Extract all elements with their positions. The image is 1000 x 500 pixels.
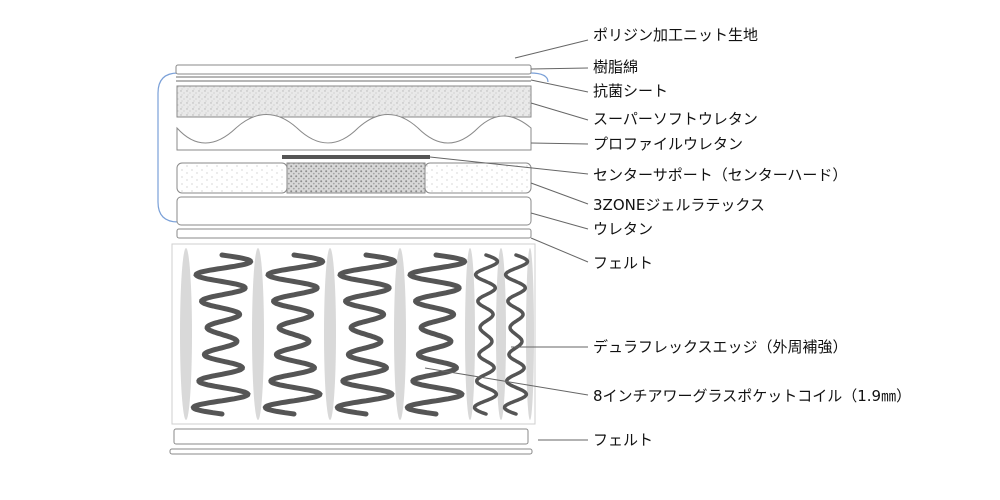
label-felt-bottom: フェルト — [593, 431, 653, 449]
center-support-bar — [282, 155, 430, 159]
coil-shadow — [526, 248, 534, 420]
leader-zone-gel — [530, 182, 589, 205]
pocket-coil-spring — [262, 252, 326, 417]
label-pocket-coil: 8インチアワーグラスポケットコイル（1.9㎜） — [593, 387, 911, 405]
leader-urethane — [530, 212, 589, 230]
bottom-base-line — [169, 448, 533, 455]
zone-gel-right — [424, 162, 532, 194]
label-super-soft-urethane: スーパーソフトウレタン — [593, 110, 758, 128]
comfort-layer-bracket-right — [529, 72, 549, 83]
pocket-coil-spring — [334, 252, 398, 417]
polygene-knit-layer — [175, 64, 532, 75]
leader-cotton — [530, 67, 589, 70]
zone-gel-left — [176, 162, 288, 194]
leader-felt-top — [530, 237, 589, 263]
leader-center-support — [429, 156, 589, 175]
label-felt-top: フェルト — [593, 254, 653, 272]
label-urethane: ウレタン — [593, 220, 653, 238]
coil-shadow — [180, 248, 192, 420]
leader-polygene-knit — [514, 39, 589, 59]
coil-shadow — [496, 248, 506, 420]
leader-profile-urethane — [530, 142, 589, 145]
pocket-coil-spring — [472, 253, 500, 416]
felt-top-layer — [176, 228, 532, 239]
label-zone-gel: 3ZONEジェルラテックス — [593, 196, 765, 214]
profile-urethane-layer — [176, 114, 532, 151]
label-antibacterial-sheet: 抗菌シート — [593, 82, 668, 100]
urethane-layer — [176, 196, 532, 226]
coil-shadow — [394, 248, 406, 420]
coil-shadow — [324, 248, 336, 420]
zone-gel-center — [286, 162, 426, 194]
label-center-support: センターサポート（センターハード） — [593, 166, 847, 184]
leader-pocket-coil — [424, 367, 589, 396]
pocket-coil-spring — [190, 252, 254, 417]
comfort-layer-bracket — [157, 72, 179, 223]
label-profile-urethane: プロファイルウレタン — [593, 135, 743, 153]
leader-super-soft-urethane — [530, 102, 589, 121]
coil-shadow — [252, 248, 264, 420]
pocket-coil-area — [171, 243, 536, 425]
leader-antibacterial-sheet — [530, 79, 589, 93]
label-dura-flex-edge: デュラフレックスエッジ（外周補強） — [593, 338, 848, 356]
pocket-coil-spring — [404, 252, 468, 417]
label-cotton: 樹脂綿 — [593, 58, 638, 76]
felt-bottom-layer — [173, 428, 529, 445]
super-soft-urethane-layer — [176, 85, 532, 118]
coil-shadow — [465, 248, 475, 420]
label-polygene-knit: ポリジン加工ニット生地 — [593, 26, 758, 44]
pocket-coil-spring — [502, 253, 530, 416]
